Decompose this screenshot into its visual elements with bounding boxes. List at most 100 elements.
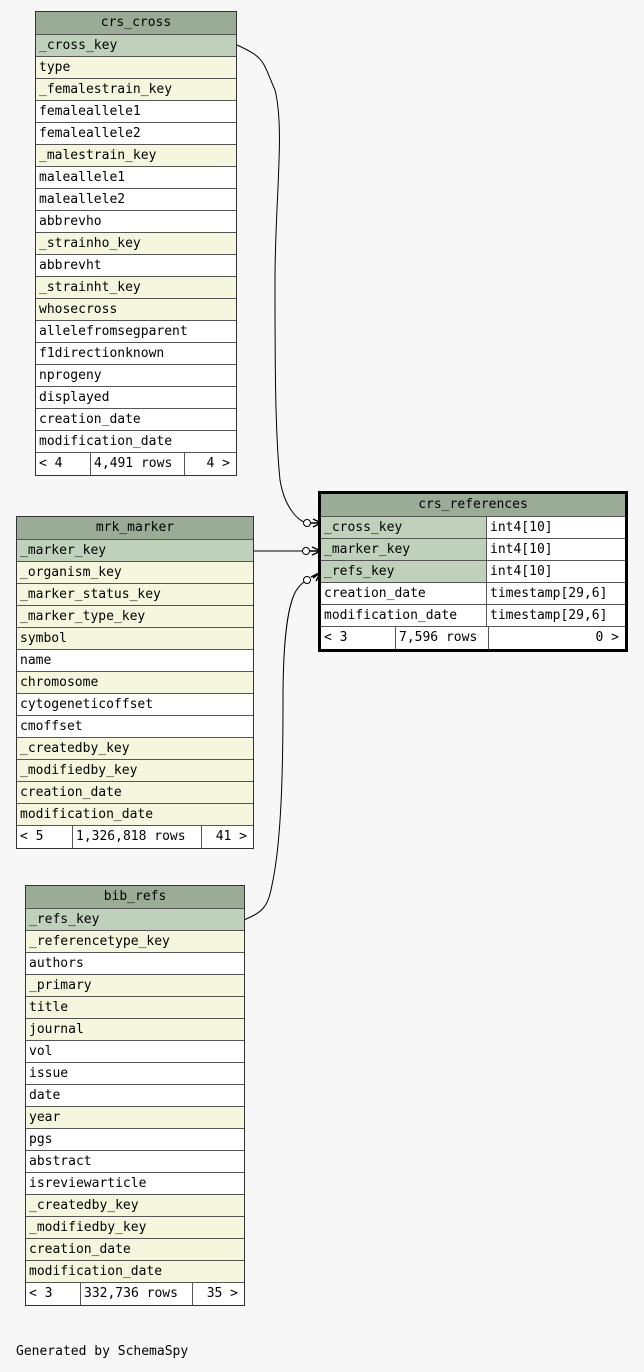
- column-row[interactable]: year: [26, 1107, 244, 1129]
- table-header[interactable]: crs_references: [321, 494, 625, 517]
- column-row[interactable]: creation_date: [17, 782, 253, 804]
- table-header[interactable]: mrk_marker: [17, 517, 253, 540]
- column-row[interactable]: isreviewarticle: [26, 1173, 244, 1195]
- column-row[interactable]: _malestrain_key: [36, 145, 236, 167]
- children-count-link[interactable]: 0 >: [595, 630, 619, 645]
- column-name: _cross_key: [324, 520, 403, 535]
- table-header[interactable]: crs_cross: [36, 12, 236, 35]
- column-row[interactable]: journal: [26, 1019, 244, 1041]
- column-row[interactable]: femaleallele2: [36, 123, 236, 145]
- column-name: _modifiedby_key: [20, 763, 138, 778]
- children-count-link[interactable]: 35 >: [206, 1286, 238, 1301]
- column-row[interactable]: modification_date: [17, 804, 253, 826]
- column-row[interactable]: nprogeny: [36, 365, 236, 387]
- column-row[interactable]: _strainht_key: [36, 277, 236, 299]
- column-row[interactable]: creation_date: [26, 1239, 244, 1261]
- column-row[interactable]: _marker_type_key: [17, 606, 253, 628]
- column-row[interactable]: f1directionknown: [36, 343, 236, 365]
- column-name: _organism_key: [20, 565, 122, 580]
- parents-count-link[interactable]: < 3: [324, 630, 348, 645]
- column-name: _strainho_key: [39, 236, 141, 251]
- column-row[interactable]: _createdby_key: [26, 1195, 244, 1217]
- column-name: _referencetype_key: [29, 934, 170, 949]
- column-name: maleallele2: [39, 192, 126, 207]
- column-row[interactable]: authors: [26, 953, 244, 975]
- column-name: creation_date: [39, 412, 141, 427]
- column-row[interactable]: _createdby_key: [17, 738, 253, 760]
- column-row[interactable]: issue: [26, 1063, 244, 1085]
- column-name: femaleallele1: [39, 104, 141, 119]
- column-row[interactable]: _refs_key: [26, 909, 244, 931]
- column-row[interactable]: name: [17, 650, 253, 672]
- column-row[interactable]: femaleallele1: [36, 101, 236, 123]
- column-row[interactable]: title: [26, 997, 244, 1019]
- column-row[interactable]: maleallele2: [36, 189, 236, 211]
- column-name: _marker_key: [20, 543, 107, 558]
- column-row[interactable]: chromosome: [17, 672, 253, 694]
- column-row[interactable]: _referencetype_key: [26, 931, 244, 953]
- column-name: abbrevht: [39, 258, 102, 273]
- column-name: f1directionknown: [39, 346, 165, 361]
- column-row[interactable]: creation_date: [36, 409, 236, 431]
- column-name: _createdby_key: [29, 1198, 139, 1213]
- column-name: type: [39, 60, 71, 75]
- column-row[interactable]: _cross_key: [36, 35, 236, 57]
- row-count: 332,736 rows: [80, 1283, 193, 1305]
- column-row[interactable]: symbol: [17, 628, 253, 650]
- column-row[interactable]: _femalestrain_key: [36, 79, 236, 101]
- column-row[interactable]: creation_date timestamp[29,6]: [321, 583, 625, 605]
- column-row[interactable]: vol: [26, 1041, 244, 1063]
- column-name: _refs_key: [29, 912, 100, 927]
- column-row[interactable]: _modifiedby_key: [17, 760, 253, 782]
- column-row[interactable]: maleallele1: [36, 167, 236, 189]
- column-name: creation_date: [324, 586, 426, 601]
- column-name: _marker_key: [324, 542, 411, 557]
- column-row[interactable]: pgs: [26, 1129, 244, 1151]
- column-name: nprogeny: [39, 368, 102, 383]
- row-count: 7,596 rows: [395, 627, 489, 649]
- column-row[interactable]: modification_date: [36, 431, 236, 453]
- column-row[interactable]: cytogeneticoffset: [17, 694, 253, 716]
- row-count: 4,491 rows: [90, 453, 185, 475]
- children-count-link[interactable]: 4 >: [206, 456, 230, 471]
- column-row[interactable]: _primary: [26, 975, 244, 997]
- parents-count-link[interactable]: < 5: [20, 829, 44, 844]
- column-name: abbrevho: [39, 214, 102, 229]
- column-row[interactable]: _strainho_key: [36, 233, 236, 255]
- column-row[interactable]: _marker_status_key: [17, 584, 253, 606]
- parents-count-link[interactable]: < 4: [39, 456, 63, 471]
- column-row[interactable]: whosecross: [36, 299, 236, 321]
- column-row[interactable]: _organism_key: [17, 562, 253, 584]
- column-row[interactable]: type: [36, 57, 236, 79]
- link-mrk-marker-optional-marker: [302, 547, 310, 555]
- table-header[interactable]: bib_refs: [26, 886, 244, 909]
- column-name: year: [29, 1110, 61, 1125]
- children-count-link[interactable]: 41 >: [215, 829, 247, 844]
- table-mrk-marker[interactable]: mrk_marker _marker_key _organism_key _mark…: [16, 516, 254, 849]
- column-name: modification_date: [20, 807, 154, 822]
- column-row[interactable]: _marker_key: [17, 540, 253, 562]
- column-name: creation_date: [29, 1242, 131, 1257]
- column-row[interactable]: abbrevho: [36, 211, 236, 233]
- column-name: name: [20, 653, 52, 668]
- parents-count-link[interactable]: < 3: [29, 1286, 53, 1301]
- column-name: allelefromsegparent: [39, 324, 188, 339]
- column-type: timestamp[29,6]: [486, 583, 625, 604]
- column-row[interactable]: abbrevht: [36, 255, 236, 277]
- column-row[interactable]: _modifiedby_key: [26, 1217, 244, 1239]
- column-row[interactable]: allelefromsegparent: [36, 321, 236, 343]
- column-row[interactable]: displayed: [36, 387, 236, 409]
- column-row[interactable]: cmoffset: [17, 716, 253, 738]
- table-footer: < 4 4,491 rows 4 >: [36, 453, 236, 475]
- column-row[interactable]: date: [26, 1085, 244, 1107]
- column-row[interactable]: modification_date: [26, 1261, 244, 1283]
- column-row[interactable]: abstract: [26, 1151, 244, 1173]
